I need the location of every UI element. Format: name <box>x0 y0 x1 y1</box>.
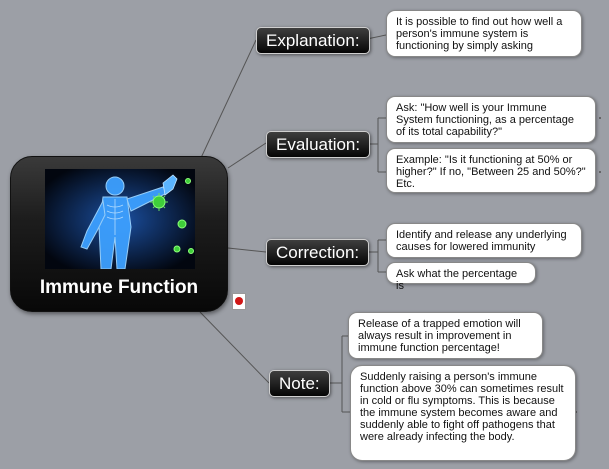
note-note-2[interactable]: Suddenly raising a person's immune funct… <box>350 365 576 461</box>
central-topic-title: Immune Function <box>39 277 199 298</box>
connector-evaluation <box>227 142 267 169</box>
central-topic-node[interactable]: Immune Function <box>10 156 228 312</box>
connector-evaluation-brace <box>366 117 386 173</box>
connector-note <box>199 311 270 384</box>
connector-explanation <box>199 39 257 161</box>
human-body-anatomy-image <box>45 169 195 269</box>
branch-correction[interactable]: Correction: <box>266 239 370 266</box>
branch-explanation[interactable]: Explanation: <box>256 27 370 54</box>
explanation-note-1[interactable]: It is possible to find out how well a pe… <box>386 10 582 57</box>
connector-correction <box>227 247 267 253</box>
branch-evaluation[interactable]: Evaluation: <box>266 131 371 158</box>
branch-note[interactable]: Note: <box>269 370 330 397</box>
correction-note-2[interactable]: Ask what the percentage is <box>386 262 536 292</box>
evaluation-note-2[interactable]: Example: "Is it functioning at 50% or hi… <box>386 148 596 193</box>
pdf-attachment-icon[interactable] <box>232 293 246 310</box>
connector-note-brace <box>328 335 350 413</box>
note-note-1[interactable]: Release of a trapped emotion will always… <box>348 312 543 359</box>
correction-note-1[interactable]: Identify and release any underlying caus… <box>386 223 582 258</box>
evaluation-note-1[interactable]: Ask: "How well is your Immune System fun… <box>386 96 596 143</box>
connector-correction-brace <box>362 239 386 273</box>
